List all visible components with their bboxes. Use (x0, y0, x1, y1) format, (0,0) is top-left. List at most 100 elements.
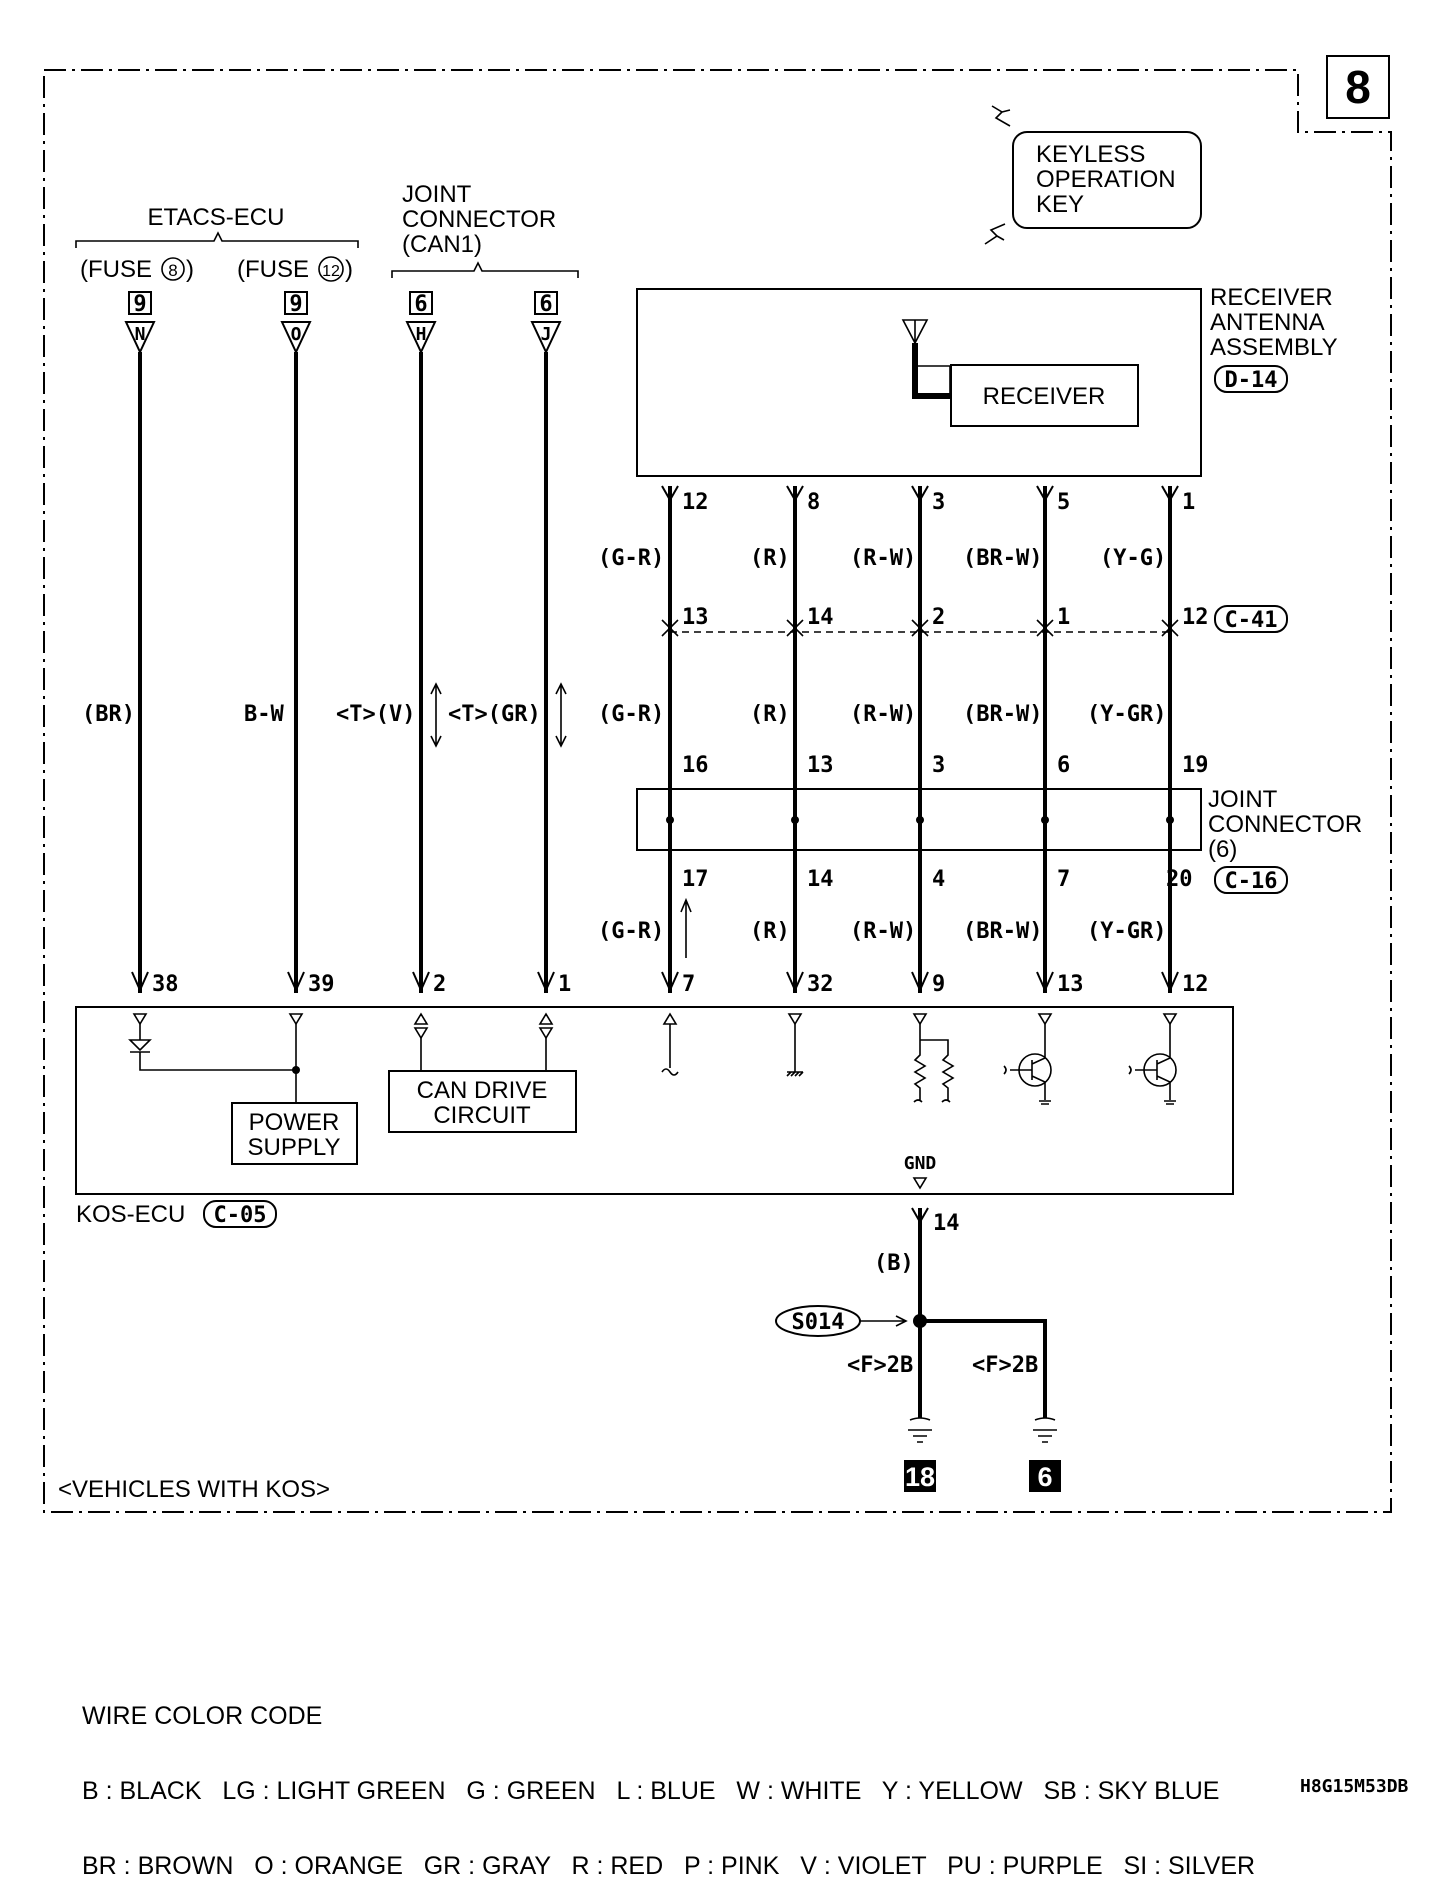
wire-color: (BR) (82, 702, 135, 727)
connector-tag-d14 (1214, 365, 1288, 393)
receiver-assembly-line2: ANTENNA (1210, 309, 1325, 336)
wire-color: (G-R) (598, 919, 664, 944)
connector-number: 9 (289, 292, 302, 317)
ecu-pin: 13 (1057, 972, 1084, 997)
keyless-key-line3: KEY (1036, 191, 1084, 218)
splice-arrow (860, 1315, 908, 1327)
left-connectors: 9 9 6 6 N O H J (124, 291, 562, 355)
transistor-icon (1128, 1024, 1177, 1105)
ecu-pin: 9 (932, 972, 945, 997)
jc6-line2: CONNECTOR (1208, 811, 1362, 838)
page-number: 8 (1345, 61, 1371, 113)
ground-point-left: 18 (905, 1462, 935, 1492)
wire-end-fork (1036, 971, 1054, 993)
wire-color: (BR-W) (963, 702, 1042, 727)
connector-mark (911, 619, 929, 637)
c41-pin: 12 (1182, 605, 1209, 630)
fuse8-close: ) (186, 256, 194, 283)
ground-ref-right: <F>2B (972, 1353, 1038, 1378)
connector-tag-c16 (1214, 866, 1288, 894)
wire-end-fork (786, 971, 804, 993)
can-drive-circuit-box (388, 1070, 577, 1133)
wire-color: (G-R) (598, 546, 664, 571)
connector-square (128, 291, 152, 315)
fuse8-number: 8 (168, 261, 177, 280)
ground-point-box (1029, 1460, 1061, 1492)
legend-row-1: B : BLACK LG : LIGHT GREEN G : GREEN L :… (82, 1777, 1220, 1805)
c41-pin: 2 (932, 605, 945, 630)
joint-can1-line3: (CAN1) (402, 231, 482, 258)
jc6-line1: JOINT (1208, 786, 1278, 813)
c41-pin: 1 (1057, 605, 1070, 630)
kos-ecu-label: KOS-ECU (76, 1201, 185, 1228)
fuse12-number: 12 (322, 263, 340, 280)
receiver-assembly-line3: ASSEMBLY (1210, 334, 1338, 361)
jc-out-pin: 7 (1057, 867, 1070, 892)
keyless-key-line1: KEYLESS (1036, 141, 1145, 168)
keyless-key-box (1012, 131, 1202, 229)
jc-in-pin: 16 (682, 753, 709, 778)
receiver-pin: 8 (807, 490, 820, 515)
jc6-line3: (6) (1208, 836, 1237, 863)
c41-pin: 14 (807, 605, 834, 630)
bidirectional-arrow-icon (555, 682, 567, 748)
resistor-icon (913, 1024, 955, 1103)
pin-letter: N (135, 324, 146, 345)
wire-color: (Y-GR) (1087, 919, 1166, 944)
ecu-pin: 7 (682, 972, 695, 997)
left-wires: (BR) B-W <T>(V) <T>(GR) 38 39 2 1 (82, 352, 571, 997)
joint-can1-bracket (391, 261, 579, 278)
fuse12-label: (FUSE (237, 256, 309, 283)
ground-symbol-icon (908, 1417, 932, 1443)
splice-label: S014 (792, 1310, 845, 1335)
connector-tag-c41 (1214, 605, 1288, 633)
wire-color: (BR-W) (963, 919, 1042, 944)
jc-in-pin: 19 (1182, 753, 1209, 778)
antenna-icon (901, 319, 951, 399)
connector-number: 9 (133, 292, 146, 317)
wire-color-legend: WIRE COLOR CODE B : BLACK LG : LIGHT GRE… (82, 1654, 1255, 1904)
etacs-ecu-label: ETACS-ECU (148, 204, 285, 231)
jc6-terminals (666, 789, 1174, 850)
c41-pin: 13 (682, 605, 709, 630)
connector-d14: D-14 (1225, 368, 1278, 393)
receiver-box (950, 364, 1139, 427)
connector-mark (1161, 619, 1179, 637)
right-wires: 12 8 3 5 1 (G-R) (R) (R-W) (BR-W) (Y-G) … (598, 485, 1362, 997)
wire-color: (R) (750, 919, 790, 944)
wire-end-fork (1161, 971, 1179, 993)
ground-symbol-icon (1033, 1417, 1057, 1443)
receiver-pin: 3 (932, 490, 945, 515)
wire-color: (R) (750, 702, 790, 727)
wire-end-fork (412, 971, 430, 993)
pin-triangle (280, 321, 312, 355)
jc-out-pin: 20 (1166, 867, 1193, 892)
fuse12-circle (318, 256, 344, 282)
ground-ref-left: <F>2B (847, 1353, 913, 1378)
jc-in-pin: 6 (1057, 753, 1070, 778)
jc-out-pin: 17 (682, 867, 709, 892)
connector-square (409, 291, 433, 315)
wire-color: (R-W) (850, 919, 916, 944)
wire-end-fork (537, 971, 555, 993)
wire-end-fork (1036, 485, 1054, 503)
ground-section: 14 (B) S014 <F>2B <F>2B 18 6 (775, 1207, 1061, 1492)
fuse12-close: ) (345, 256, 353, 283)
ground-point-box (904, 1460, 936, 1492)
fuse8-label: (FUSE (80, 256, 152, 283)
gnd-pin: 14 (933, 1211, 960, 1236)
wire-color: <T>(GR) (448, 702, 541, 727)
jc-out-pin: 14 (807, 867, 834, 892)
wire-color: (G-R) (598, 702, 664, 727)
joint-can1-line1: JOINT (402, 181, 472, 208)
connector-mark (661, 619, 679, 637)
joint-connector-6-box (636, 788, 1202, 851)
legend-row-2: BR : BROWN O : ORANGE GR : GRAY R : RED … (82, 1852, 1256, 1880)
wire-end-fork (1161, 485, 1179, 503)
wire-end-fork (786, 485, 804, 503)
wire-end-fork (661, 485, 679, 503)
ground-point-right: 6 (1037, 1462, 1052, 1492)
pin-triangle (530, 321, 562, 355)
wire-end-fork (661, 971, 679, 993)
wire-color: (Y-G) (1100, 546, 1166, 571)
